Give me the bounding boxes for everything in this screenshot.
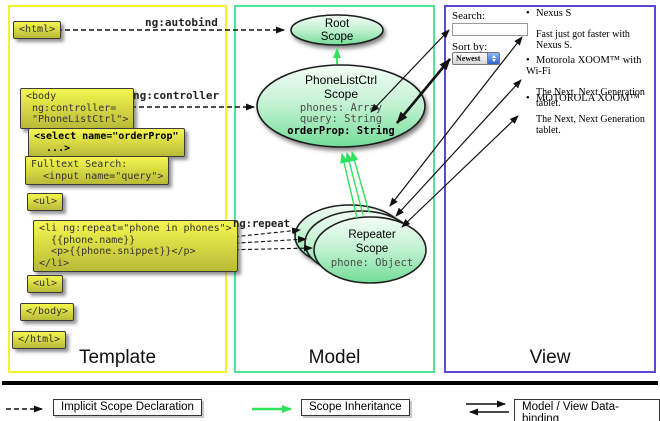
phonelistctrl-prop-phones: phones: Array: [300, 102, 382, 114]
search-input[interactable]: [452, 23, 528, 36]
code-ul-open: <ul>: [27, 193, 64, 211]
phonelistctrl-prop-query: query: String: [300, 113, 382, 125]
chevron-up-icon: [491, 55, 496, 58]
bullet-icon: •: [526, 93, 530, 104]
phonelistctrl-subtitle: Scope: [324, 87, 358, 101]
search-label: Search:: [452, 10, 485, 22]
label-ng-controller: ng:controller: [133, 89, 220, 102]
legend-implicit-scope-declaration: Implicit Scope Declaration: [53, 399, 202, 416]
label-ng-repeat: ng:repeat: [233, 218, 290, 230]
arrow-inheritance-repeater-2: [345, 152, 364, 216]
legend-separator-line: [2, 381, 658, 385]
repeater-prop-phone: phone: Object: [331, 257, 413, 269]
phonelistctrl-title: PhoneListCtrl: [305, 73, 377, 87]
code-ul-close: <ul>: [27, 275, 64, 293]
label-ng-autobind: ng:autobind: [145, 16, 218, 29]
repeater-subtitle: Scope: [356, 243, 389, 255]
code-html-close: </html>: [12, 331, 67, 349]
phone-item-desc: The Next, Next Generation tablet.: [536, 114, 645, 136]
phone-item-desc: Fast just got faster with Nexus S.: [536, 29, 630, 51]
legend-model-view-databinding: Model / View Data-binding: [514, 399, 660, 421]
sort-dropdown[interactable]: Newest: [452, 52, 500, 65]
root-scope-title: Root: [325, 18, 350, 30]
code-body-close: </body>: [20, 303, 75, 321]
repeater-title: Repeater: [348, 229, 395, 241]
bullet-icon: •: [526, 55, 530, 66]
code-html-open: <html>: [13, 21, 62, 39]
repeater-scope-ellipse-front: [313, 216, 427, 284]
template-panel-label: Template: [78, 347, 157, 368]
code-select-orderprop: <select name="orderProp" ...>: [28, 128, 185, 157]
code-body-open: <body ng:controller= "PhoneListCtrl">: [20, 88, 135, 129]
phone-item-title: •Motorola XOOM™ with Wi-Fi: [526, 55, 642, 77]
view-panel-label: View: [529, 347, 571, 368]
arrow-binding-item-3: [401, 115, 519, 228]
phone-list-item: •Nexus S Fast just got faster with Nexus…: [526, 8, 652, 51]
code-li-repeat: <li ng:repeat="phone in phones"> {{phone…: [33, 220, 238, 272]
legend-scope-inheritance: Scope Inheritance: [301, 399, 410, 416]
model-panel-label: Model: [308, 347, 361, 368]
bullet-icon: •: [526, 8, 530, 19]
phonelistctrl-prop-orderprop: orderProp: String: [287, 125, 394, 137]
chevron-down-icon: [491, 59, 496, 62]
code-fulltext-search: Fulltext Search: <input name="query">: [25, 156, 170, 185]
phone-item-title: •MOTOROLA XOOM™: [526, 93, 640, 104]
phone-item-desc: The Next, Next Generation tablet.: [536, 87, 645, 109]
dropdown-stepper-icon: [487, 53, 499, 64]
sort-dropdown-value: Newest: [456, 54, 481, 63]
root-scope-subtitle: Scope: [321, 31, 354, 43]
arrow-inheritance-repeater-3: [350, 151, 370, 213]
phone-list-item: •MOTOROLA XOOM™ The Next, Next Generatio…: [526, 93, 652, 136]
phone-list-item: •Motorola XOOM™ with Wi-Fi The Next, Nex…: [526, 55, 652, 109]
phone-item-title: •Nexus S: [526, 8, 572, 19]
arrow-inheritance-repeater-1: [340, 153, 358, 219]
